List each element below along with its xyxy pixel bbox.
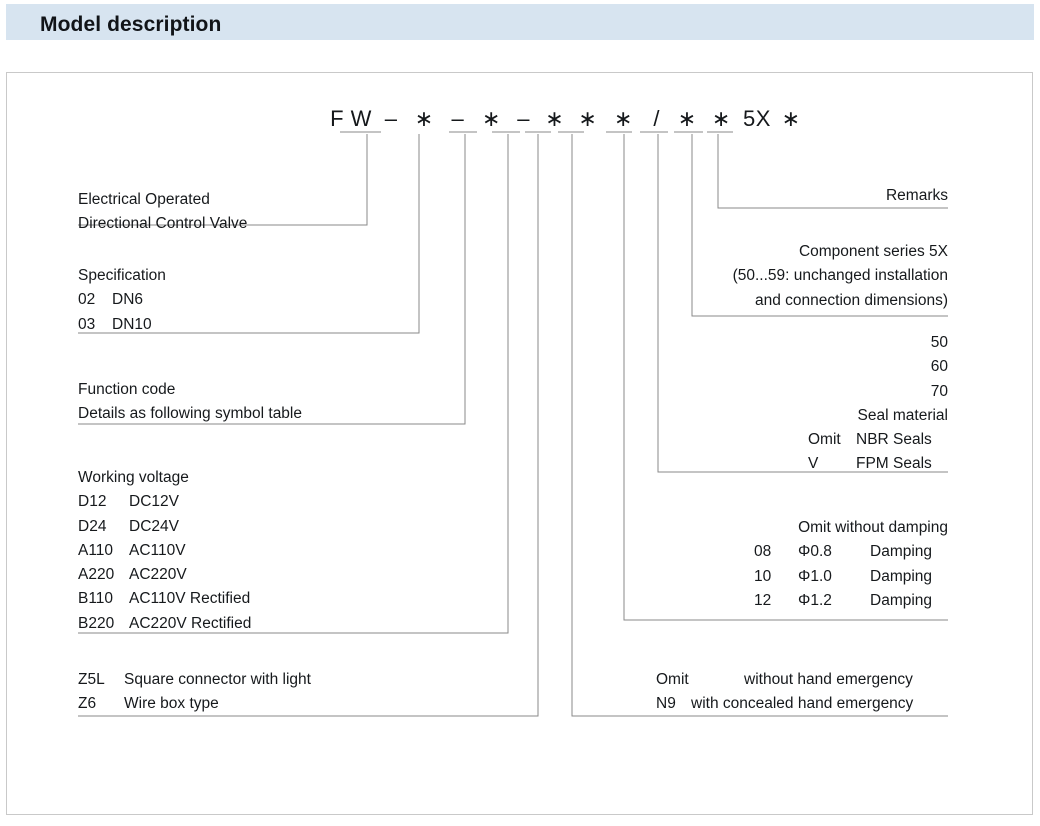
seal-material-row-2: V FPM Seals <box>648 452 948 476</box>
header-bar: Model description <box>6 4 1034 40</box>
seal-number-50: 50 <box>930 334 948 351</box>
code-seg-emergency: ∗ <box>614 106 633 131</box>
damping-desc-1: Damping <box>870 543 933 561</box>
block-specification: Specification 02 DN6 03 DN10 <box>78 264 166 337</box>
specification-code-1: 02 <box>78 291 96 309</box>
connector-code-2: Z6 <box>78 695 97 713</box>
code-seg-voltage: ∗ <box>545 106 565 131</box>
working-voltage-desc-4: AC220V <box>129 566 187 584</box>
specification-row-2: 03 DN10 <box>78 313 166 337</box>
damping-dia-1: Φ0.8 <box>798 543 832 561</box>
specification-title: Specification <box>78 267 166 284</box>
working-voltage-title: Working voltage <box>78 469 189 486</box>
component-series-line-1: Component series 5X <box>798 243 948 260</box>
working-voltage-code-3: A110 <box>78 541 114 559</box>
damping-dia-2: Φ1.0 <box>798 567 832 585</box>
seal-number-70: 70 <box>930 382 948 400</box>
code-seg-damping: ∗ <box>677 106 697 131</box>
seal-number-60: 60 <box>930 358 948 376</box>
damping-row-2: 10 Φ1.0 Damping <box>628 565 948 589</box>
hand-emergency-desc-2: with concealed hand emergency <box>691 695 914 713</box>
damping-desc-2: Damping <box>870 567 933 585</box>
working-voltage-row-6: B220 AC220V Rectified <box>78 612 251 636</box>
working-voltage-row-4: A220 AC220V <box>78 563 251 587</box>
code-seg-series: 5X <box>743 106 771 131</box>
damping-row-1: 08 Φ0.8 Damping <box>628 540 948 564</box>
damping-code-2: 10 <box>754 567 772 585</box>
hand-emergency-row-2: N9 with concealed hand emergency <box>656 692 913 716</box>
code-sep-3: – <box>517 106 530 131</box>
working-voltage-desc-1: DC12V <box>129 493 179 511</box>
working-voltage-code-1: D12 <box>78 493 107 511</box>
specification-desc-2: DN10 <box>112 315 152 333</box>
hand-emergency-code-2: N9 <box>656 695 676 713</box>
working-voltage-row-1: D12 DC12V <box>78 490 251 514</box>
seal-material-desc-1: NBR Seals <box>856 431 932 449</box>
working-voltage-desc-3: AC110V <box>129 541 186 559</box>
seal-material-row-1: Omit NBR Seals <box>648 428 948 452</box>
working-voltage-code-2: D24 <box>78 517 107 535</box>
block-valve-type: Electrical Operated Directional Control … <box>78 188 247 237</box>
hand-emergency-desc-1: without hand emergency <box>744 671 913 688</box>
working-voltage-code-4: A220 <box>78 566 115 584</box>
code-seg-function: ∗ <box>482 106 501 131</box>
connector-desc-2: Wire box type <box>124 695 219 713</box>
working-voltage-row-5: B110 AC110V Rectified <box>78 587 251 611</box>
hand-emergency-code-1: Omit <box>656 671 689 688</box>
working-voltage-desc-2: DC24V <box>129 517 179 535</box>
code-sep-slash: / <box>653 106 660 131</box>
working-voltage-desc-5: AC110V Rectified <box>129 590 251 608</box>
seal-material-code-1: Omit <box>808 431 841 449</box>
connector-desc-1: Square connector with light <box>124 671 311 688</box>
damping-code-1: 08 <box>754 543 772 561</box>
block-connector: Z5L Square connector with light Z6 Wire bo… <box>78 668 311 717</box>
damping-first-line: Omit without damping <box>798 519 948 536</box>
valve-type-line-2: Directional Control Valve <box>78 215 248 233</box>
working-voltage-row-2: D24 DC24V <box>78 515 251 539</box>
connector-row-2: Z6 Wire box type <box>78 692 311 716</box>
code-seg-connector: ∗ <box>578 106 598 131</box>
working-voltage-row-3: A110 AC110V <box>78 539 251 563</box>
working-voltage-code-5: B110 <box>78 590 114 608</box>
model-code: F W – ∗ – ∗ – ∗ ∗ ∗ / ∗ ∗ 5X ∗ <box>330 106 804 136</box>
specification-desc-1: DN6 <box>112 291 144 309</box>
working-voltage-code-6: B220 <box>78 614 115 632</box>
block-function-code: Function code Details as following symbo… <box>78 378 302 427</box>
specification-row-1: 02 DN6 <box>78 288 166 312</box>
code-seg-spec: ∗ <box>414 106 434 131</box>
code-sep-1: – <box>384 106 398 131</box>
seal-material-desc-2: FPM Seals <box>856 455 932 473</box>
damping-row-3: 12 Φ1.2 Damping <box>628 589 948 613</box>
connector-code-1: Z5L <box>78 671 105 688</box>
block-hand-emergency: Omit without hand emergency N9 with concea… <box>656 668 913 717</box>
component-series-line-2: (50...59: unchanged installation <box>732 267 948 285</box>
valve-type-line-1: Electrical Operated <box>78 191 210 208</box>
specification-code-2: 03 <box>78 315 96 333</box>
function-code-line-1: Function code <box>78 381 176 398</box>
damping-desc-3: Damping <box>870 591 933 609</box>
page-title: Model description <box>40 13 222 36</box>
function-code-line-2: Details as following symbol table <box>78 405 302 423</box>
component-series-line-3: and connection dimensions) <box>754 291 948 309</box>
block-remarks: Remarks <box>648 184 948 208</box>
code-sep-2: – <box>451 106 465 131</box>
connector-row-1: Z5L Square connector with light <box>78 668 311 692</box>
code-seg-remarks: ∗ <box>781 106 801 131</box>
working-voltage-desc-6: AC220V Rectified <box>129 614 252 632</box>
code-seg-prefix: F W <box>330 106 372 131</box>
seal-material-title: Seal material <box>857 406 948 424</box>
code-seg-seal: ∗ <box>711 106 731 131</box>
seal-material-code-2: V <box>808 455 819 473</box>
remarks-label: Remarks <box>885 187 948 204</box>
block-component-series: Component series 5X (50...59: unchanged … <box>608 240 948 313</box>
damping-code-3: 12 <box>754 591 772 609</box>
block-seal-material: 50 60 70 Seal material Omit NBR Seals V FP… <box>648 331 948 477</box>
damping-dia-3: Φ1.2 <box>798 591 832 609</box>
hand-emergency-row-1: Omit without hand emergency <box>656 668 913 692</box>
